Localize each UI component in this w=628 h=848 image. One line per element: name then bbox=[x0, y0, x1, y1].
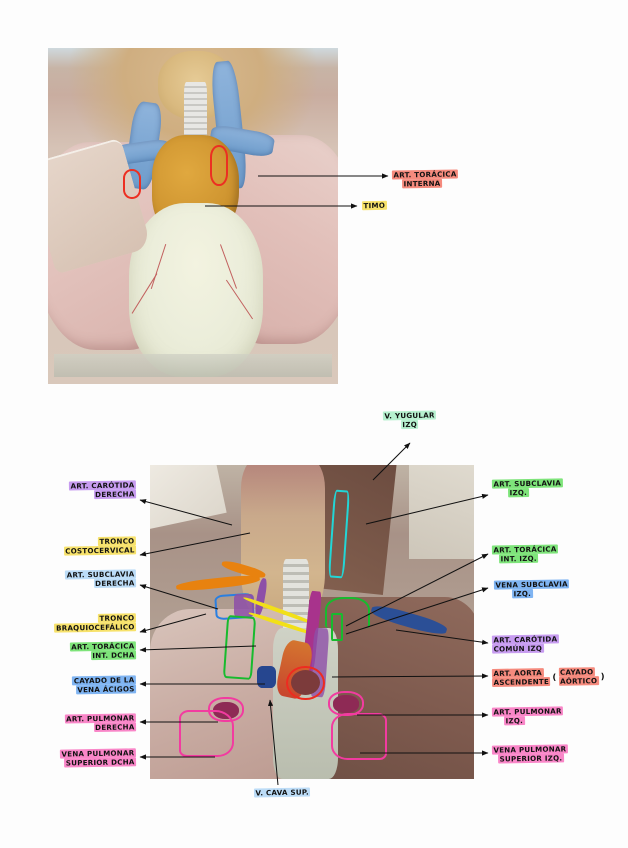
parenthesis-open: ( bbox=[552, 671, 557, 682]
marker-right-internal-thoracic-green bbox=[222, 614, 256, 680]
aortic-lumen bbox=[290, 670, 320, 696]
label-line: SUPERIOR IZQ. bbox=[498, 753, 564, 764]
label-line: INT. DCHA bbox=[90, 650, 137, 661]
label-line: BRAQUIOCEFÁLICO bbox=[54, 622, 137, 633]
label-vena-subclavia-izq: VENA SUBCLAVIA IZQ. bbox=[493, 579, 570, 599]
label-annotation-line: AÓRTICO bbox=[558, 676, 599, 686]
marker-ascending-aorta-red bbox=[286, 665, 325, 701]
diaphragm-band bbox=[53, 353, 333, 378]
label-line: DERECHA bbox=[93, 489, 137, 500]
label-art-toracica-interna: ART. TORÁCICA INTERNA bbox=[391, 169, 459, 189]
marker-right-superior-pulmonary-vein-pink bbox=[179, 709, 235, 757]
label-line: DERECHA bbox=[93, 578, 137, 589]
marker-left-superior-pulmonary-vein-pink bbox=[331, 713, 387, 761]
label-line: IZQ bbox=[400, 419, 419, 430]
figure-bottom-dissection-photo bbox=[150, 465, 474, 779]
parenthesis-close: ) bbox=[600, 670, 605, 681]
label-line: TIMO bbox=[361, 200, 387, 211]
label-line: ASCENDENTE bbox=[492, 677, 551, 688]
label-art-pulmonar-izq: ART. PULMONAR IZQ. bbox=[491, 706, 564, 726]
label-line: V. CAVA SUP. bbox=[253, 787, 311, 798]
label-v-yugular-izq: V. YUGULAR IZQ bbox=[382, 410, 437, 430]
label-cayado-vena-acigos: CAYADO DE LA VENA ÁCIGOS bbox=[56, 675, 137, 695]
label-art-toracica-int-izq: ART. TORÁCICA INT. IZQ. bbox=[491, 544, 559, 564]
label-tronco-costocervical: TRONCO COSTOCERVICAL bbox=[62, 536, 137, 556]
figure-top-anatomical-illustration bbox=[48, 48, 338, 384]
label-line: IZQ. bbox=[504, 716, 525, 726]
pericardium bbox=[129, 202, 263, 378]
surgical-drape-right bbox=[409, 465, 474, 560]
label-line: INT. IZQ. bbox=[499, 553, 539, 564]
label-vena-pulmonar-superior-dcha: VENA PULMONAR SUPERIOR DCHA bbox=[54, 748, 137, 768]
marker-superior-vena-cava-blue bbox=[256, 665, 277, 688]
label-line: INTERNA bbox=[402, 178, 443, 189]
label-line: ART. PULMONAR bbox=[491, 706, 564, 717]
label-tronco-braquiocefalico: TRONCO BRAQUIOCEFÁLICO bbox=[50, 613, 137, 633]
label-art-subclavia-derecha: ART. SUBCLAVIA DERECHA bbox=[58, 569, 137, 589]
label-art-pulmonar-derecha: ART. PULMONAR DERECHA bbox=[58, 713, 137, 733]
label-line: SUPERIOR DCHA bbox=[64, 757, 137, 768]
label-v-cava-sup: V. CAVA SUP. bbox=[253, 787, 311, 798]
left-pulmonary-artery-lumen bbox=[332, 695, 359, 714]
label-art-aorta-ascendente: ART. AORTA ASCENDENTE ( CAYADO AÓRTICO ) bbox=[491, 667, 605, 688]
marker-left-internal-thoracic-green bbox=[331, 612, 343, 641]
label-art-carotida-comun-izq: ART. CARÓTIDA COMÚN IZQ bbox=[491, 634, 559, 654]
label-line: COSTOCERVICAL bbox=[63, 545, 137, 556]
label-art-carotida-derecha: ART. CARÓTIDA DERECHA bbox=[68, 480, 137, 500]
label-line: DERECHA bbox=[93, 722, 137, 733]
label-line: V. YUGULAR bbox=[382, 410, 437, 421]
right-internal-thoracic-artery-marker bbox=[123, 168, 141, 200]
label-line: COMÚN IZQ bbox=[492, 643, 544, 654]
label-line: IZQ. bbox=[512, 589, 533, 599]
label-vena-pulmonar-superior-izq: VENA PULMONAR SUPERIOR IZQ. bbox=[491, 744, 568, 764]
label-art-subclavia-izq: ART. SUBCLAVIA IZQ. bbox=[491, 478, 563, 498]
label-line: IZQ. bbox=[508, 488, 529, 498]
left-internal-thoracic-artery-marker bbox=[210, 145, 228, 186]
label-line: VENA ÁCIGOS bbox=[75, 684, 137, 695]
label-art-toracica-int-dcha: ART. TORÁCICA INT. DCHA bbox=[58, 641, 137, 661]
label-timo: TIMO bbox=[361, 200, 387, 211]
